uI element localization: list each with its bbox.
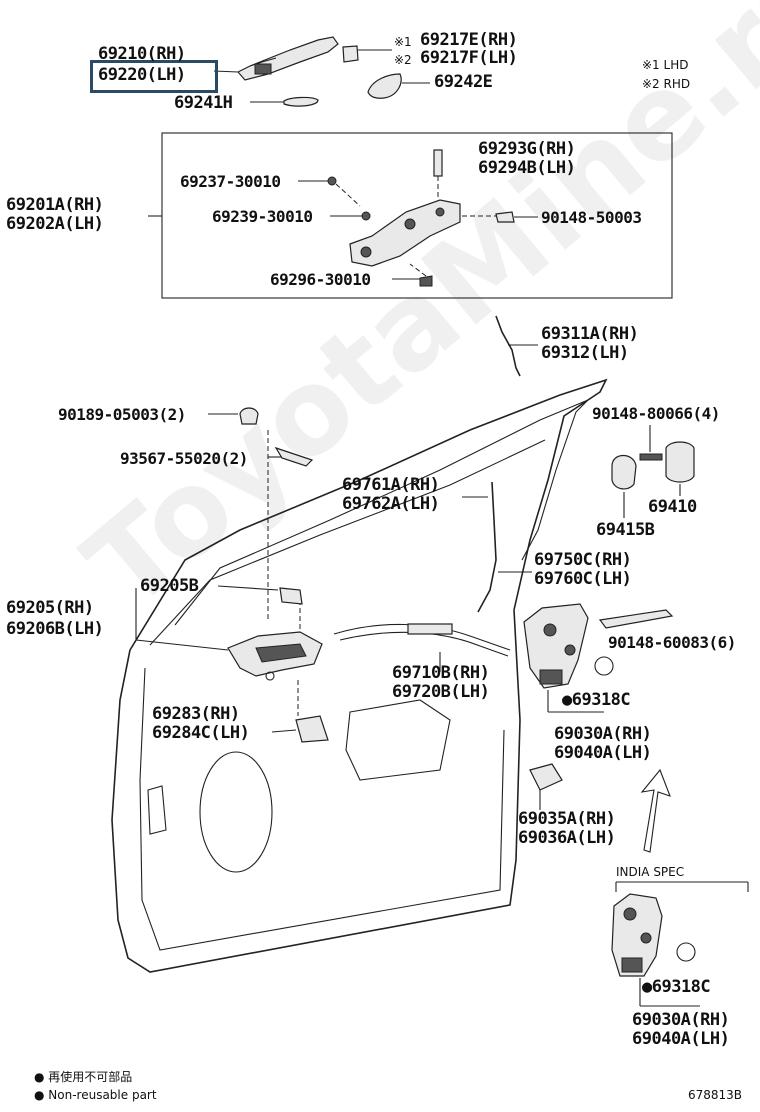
- india-spec-title: INDIA SPEC: [616, 865, 685, 879]
- door-outline-drawing: [111, 378, 608, 973]
- label-69296[interactable]: 69296-30010: [270, 270, 371, 289]
- note-rhd: ※2 RHD: [642, 77, 691, 91]
- pad-69217-drawing: [342, 45, 359, 63]
- label-69030a-main[interactable]: 69030A(RH): [554, 724, 652, 744]
- label-69750c[interactable]: 69750C(RH): [534, 550, 632, 570]
- screw-93567-drawing: [274, 446, 314, 467]
- label-69311a[interactable]: 69311A(RH): [541, 324, 639, 344]
- cover-69415-drawing: [611, 454, 637, 490]
- footer-nonreusable-en: ● Non-reusable part: [34, 1088, 157, 1102]
- bolt-69296-drawing: [419, 275, 433, 287]
- label-69217e[interactable]: 69217E(RH): [420, 30, 518, 50]
- label-90148-80066[interactable]: 90148-80066(4): [592, 404, 720, 423]
- label-69241h[interactable]: 69241H: [174, 93, 233, 113]
- label-69036a[interactable]: 69036A(LH): [518, 828, 616, 848]
- label-90189[interactable]: 90189-05003(2): [58, 405, 186, 424]
- label-69239[interactable]: 69239-30010: [212, 207, 313, 226]
- label-69242e[interactable]: 69242E: [434, 72, 493, 92]
- label-90148-60083[interactable]: 90148-60083(6): [608, 633, 736, 652]
- cover-69242e-drawing: [367, 73, 402, 99]
- label-69318c-a[interactable]: ●69318C: [562, 690, 631, 710]
- mark-2: ※2: [394, 53, 412, 67]
- rod-69311-drawing: [495, 315, 521, 377]
- label-69720b[interactable]: 69720B(LH): [392, 682, 490, 702]
- label-69318c-b[interactable]: ●69318C: [642, 977, 711, 997]
- label-69205[interactable]: 69205(RH): [6, 598, 94, 618]
- cover-69035-drawing: [529, 763, 563, 791]
- highlight-box: [90, 60, 218, 93]
- label-93567[interactable]: 93567-55020(2): [120, 449, 248, 468]
- mark-1: ※1: [394, 35, 412, 49]
- label-69220[interactable]: 69220(LH): [98, 65, 186, 85]
- label-69312[interactable]: 69312(LH): [541, 343, 629, 363]
- label-69293g[interactable]: 69293G(RH): [478, 139, 576, 159]
- inside-handle-drawing: [227, 587, 323, 681]
- label-69294b[interactable]: 69294B(LH): [478, 158, 576, 178]
- label-69201a[interactable]: 69201A(RH): [6, 195, 104, 215]
- india-spec-lock-drawing: [611, 893, 663, 977]
- screw-90148-60083-drawing: [598, 609, 674, 629]
- label-69040a-india[interactable]: 69040A(LH): [632, 1029, 730, 1049]
- label-69760c[interactable]: 69760C(LH): [534, 569, 632, 589]
- rod-69761-drawing: [477, 481, 497, 613]
- label-69202a[interactable]: 69202A(LH): [6, 214, 104, 234]
- label-69410[interactable]: 69410: [648, 497, 697, 517]
- clip-90189-drawing: [239, 407, 259, 425]
- label-69217f[interactable]: 69217F(LH): [420, 48, 518, 68]
- label-69040a-main[interactable]: 69040A(LH): [554, 743, 652, 763]
- label-69283[interactable]: 69283(RH): [152, 704, 240, 724]
- bezel-69283-drawing: [295, 715, 329, 743]
- label-69415b[interactable]: 69415B: [596, 520, 655, 540]
- label-69761a[interactable]: 69761A(RH): [342, 475, 440, 495]
- door-lock-drawing: [523, 603, 589, 689]
- washer-drawing: [594, 656, 614, 676]
- diagram-id: 678813B: [688, 1088, 743, 1102]
- label-69030a-india[interactable]: 69030A(RH): [632, 1010, 730, 1030]
- screw-69239-drawing: [361, 211, 371, 221]
- label-69284c[interactable]: 69284C(LH): [152, 723, 250, 743]
- footer-nonreusable-jp: ● 再使用不可部品: [34, 1070, 133, 1084]
- screw-90148-drawing: [495, 211, 515, 223]
- label-69762a[interactable]: 69762A(LH): [342, 494, 440, 514]
- label-69210[interactable]: 69210(RH): [98, 44, 186, 64]
- striker-69410-drawing: [665, 441, 695, 483]
- screw-69237-drawing: [327, 176, 337, 186]
- note-lhd: ※1 LHD: [642, 58, 689, 72]
- label-69035a[interactable]: 69035A(RH): [518, 809, 616, 829]
- label-90148-50003[interactable]: 90148-50003: [541, 208, 642, 227]
- handle-frame-drawing: [349, 149, 461, 267]
- cap-69241h-drawing: [283, 96, 319, 107]
- label-69710b[interactable]: 69710B(RH): [392, 663, 490, 683]
- label-69205b[interactable]: 69205B: [140, 576, 199, 596]
- outside-handle-drawing: [213, 36, 339, 81]
- label-69206b[interactable]: 69206B(LH): [6, 619, 104, 639]
- direction-arrow-drawing: [640, 768, 671, 853]
- label-69237[interactable]: 69237-30010: [180, 172, 281, 191]
